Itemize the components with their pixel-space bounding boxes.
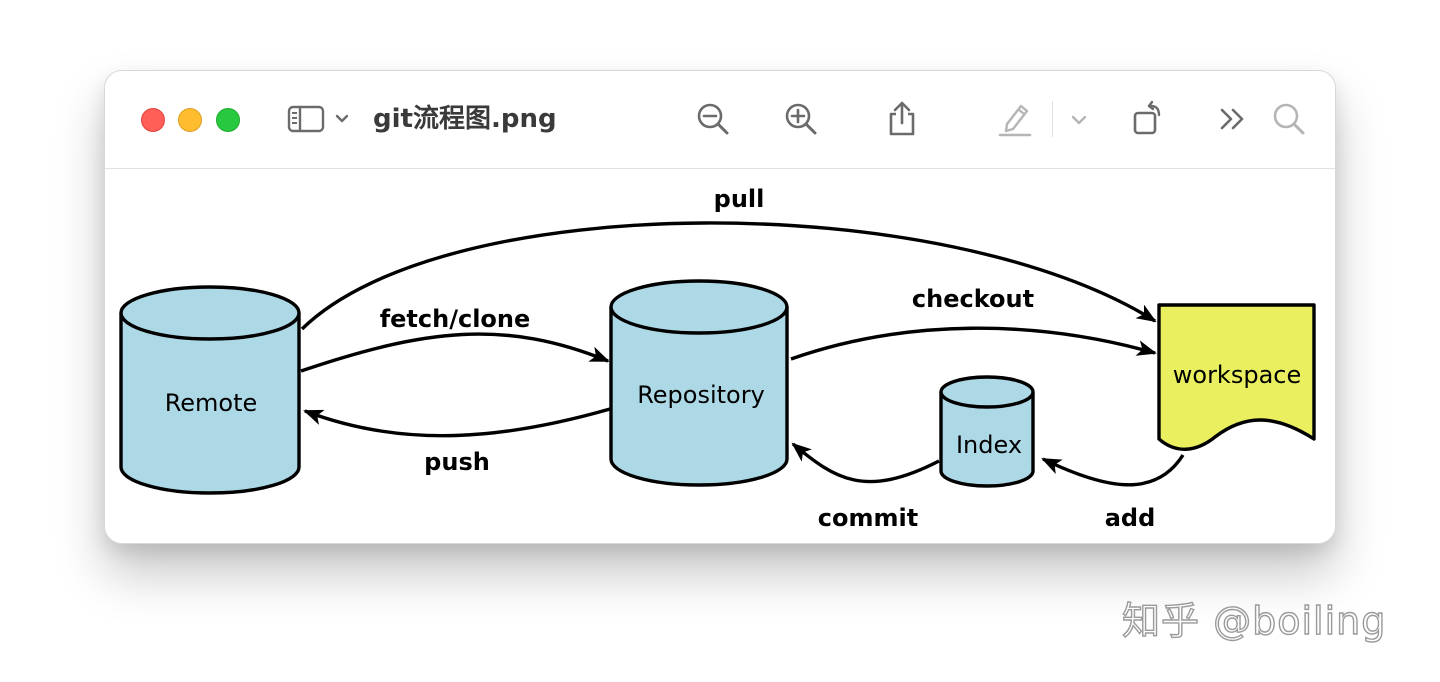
index-node: Index [939, 375, 1035, 488]
title-bar: git流程图.png [105, 71, 1335, 169]
zoom-out-button[interactable] [693, 99, 733, 139]
remote-node: Remote [119, 285, 301, 495]
double-chevron-right-icon [1220, 108, 1244, 130]
more-tools-button[interactable] [1213, 99, 1253, 139]
remote-label: Remote [165, 389, 258, 417]
chevron-down-icon [1071, 115, 1087, 125]
rotate-button[interactable] [1127, 99, 1167, 139]
markup-button[interactable] [995, 99, 1035, 139]
commit-label: commit [818, 504, 918, 532]
image-canvas: Remote Repository Index workspace pull [105, 169, 1335, 543]
pencil-icon [998, 104, 1032, 137]
watermark: 知乎 @boiling [1121, 598, 1387, 643]
checkout-label: checkout [912, 285, 1034, 313]
rotate-icon [1133, 100, 1161, 135]
preview-window: git流程图.png [104, 70, 1336, 544]
repository-node: Repository [609, 279, 789, 487]
workspace-node: workspace [1157, 303, 1316, 451]
checkout-arrow [790, 326, 1157, 361]
share-icon [889, 101, 915, 136]
push-arrow [303, 407, 611, 438]
close-button[interactable] [141, 108, 165, 132]
git-flow-diagram: Remote Repository Index workspace pull [119, 185, 1316, 532]
toolbar-separator [1052, 101, 1053, 137]
search-icon [1273, 103, 1305, 135]
minimize-button[interactable] [178, 108, 202, 132]
maximize-button[interactable] [216, 108, 240, 132]
sidebar-toggle-button[interactable] [287, 99, 355, 139]
repository-label: Repository [637, 381, 765, 409]
markup-menu-button[interactable] [1067, 99, 1091, 139]
fetch-clone-label: fetch/clone [380, 305, 531, 333]
commit-arrow [791, 442, 940, 484]
zoom-in-icon [785, 103, 817, 135]
window-title: git流程图.png [373, 104, 557, 134]
zoom-in-button[interactable] [781, 99, 821, 139]
pull-label: pull [714, 185, 765, 213]
add-label: add [1105, 504, 1156, 532]
fetch-clone-arrow [300, 332, 610, 373]
zoom-out-icon [697, 103, 729, 135]
sidebar-icon [287, 105, 349, 133]
index-label: Index [956, 431, 1022, 459]
push-label: push [424, 448, 490, 476]
pull-arrow [300, 221, 1157, 331]
workspace-label: workspace [1173, 361, 1301, 389]
share-button[interactable] [882, 99, 922, 139]
search-button[interactable] [1269, 99, 1309, 139]
add-arrow [1041, 454, 1185, 487]
